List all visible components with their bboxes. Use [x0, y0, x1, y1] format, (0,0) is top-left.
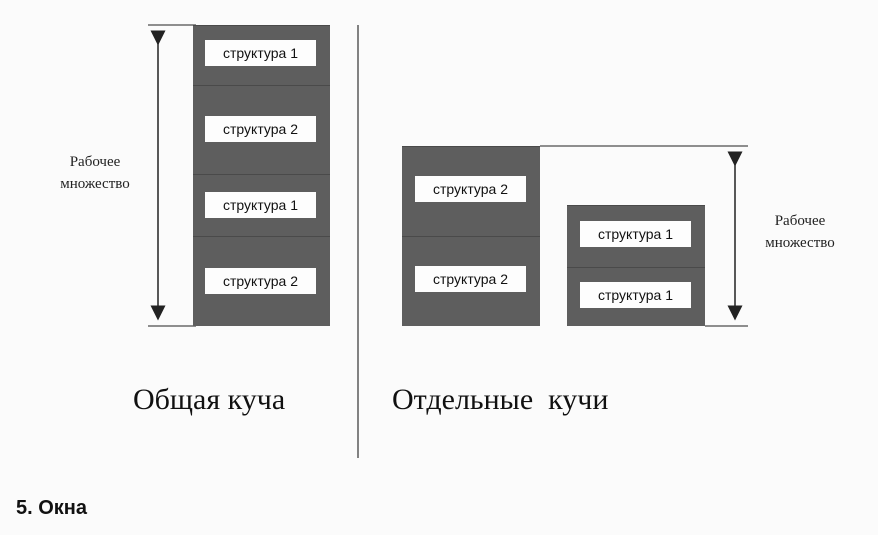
- structure-label: структура 2: [205, 268, 316, 294]
- structure-label: структура 1: [580, 221, 691, 247]
- caption-separate-heaps: Отдельные кучи: [392, 383, 609, 416]
- structure-label: структура 1: [205, 40, 316, 66]
- heap-block: структура 2: [193, 85, 330, 174]
- heap-block: структура 1: [567, 205, 705, 267]
- caption-shared-heap: Общая куча: [133, 383, 286, 416]
- working-set-label-right: Рабочее множество: [765, 213, 835, 251]
- structure-label: структура 1: [205, 192, 316, 218]
- structure-label: структура 2: [205, 116, 316, 142]
- structure-label: структура 1: [580, 282, 691, 308]
- heap-block: структура 2: [402, 236, 540, 326]
- working-set-label-left: Рабочее множество: [60, 154, 130, 192]
- heap-block: структура 2: [193, 236, 330, 326]
- heap-block: структура 1: [193, 25, 330, 85]
- section-heading: 5. Окна: [16, 497, 88, 519]
- heap-block: структура 1: [567, 267, 705, 326]
- structure-label: структура 2: [415, 266, 526, 292]
- heap-block: структура 2: [402, 146, 540, 236]
- structure-label: структура 2: [415, 176, 526, 202]
- heap-block: структура 1: [193, 174, 330, 236]
